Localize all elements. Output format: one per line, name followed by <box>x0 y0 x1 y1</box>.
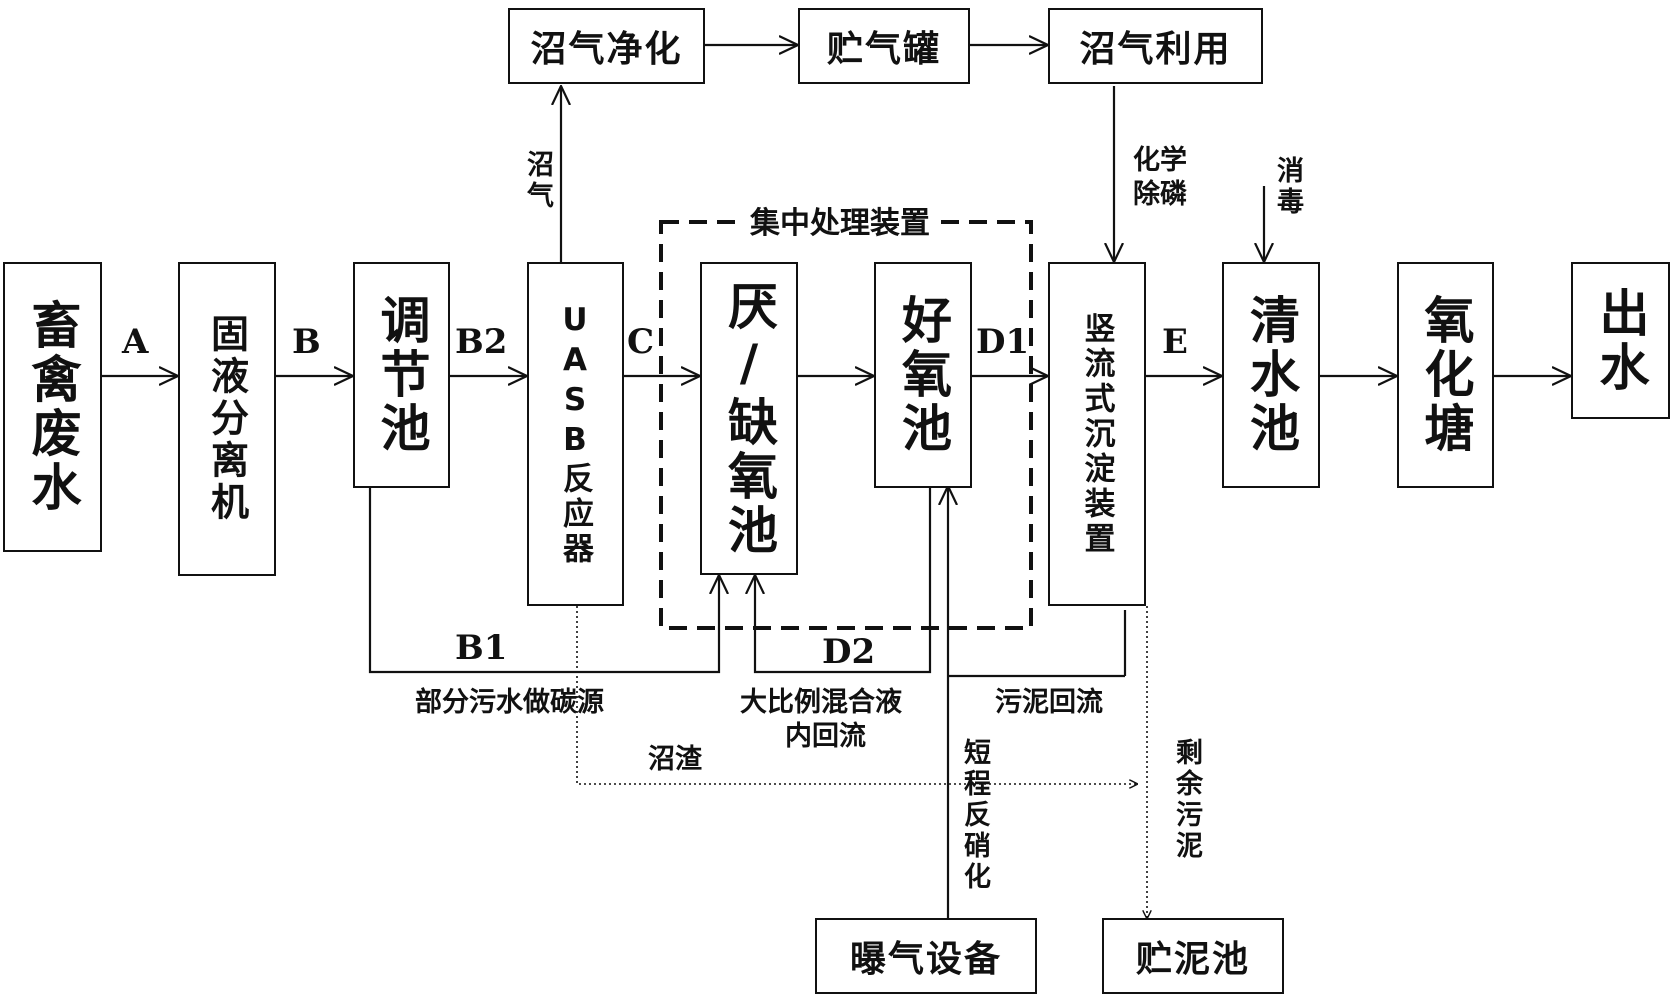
node-sludge-tank-label: 贮泥池 <box>1135 939 1250 980</box>
node-clear-water-tank: 清水池 <box>1222 262 1320 488</box>
node-oxidation-pond: 氧化塘 <box>1397 262 1494 488</box>
node-anoxic-tank: 厌/缺氧池 <box>700 262 798 575</box>
annotation-chemical-p-1: 化学 <box>1133 145 1187 176</box>
annotation-internal-reflux-2: 内回流 <box>785 721 866 752</box>
node-biogas-utilization-label: 沼气利用 <box>1079 29 1232 70</box>
annotation-internal-reflux-1: 大比例混合液 <box>740 687 902 718</box>
node-vertical-settler-label: 竖流式沉淀装置 <box>1078 311 1115 557</box>
node-biogas-utilization: 沼气利用 <box>1048 8 1263 84</box>
node-solid-liquid-separator-label: 固液分离机 <box>204 314 249 524</box>
annotation-biogas: 沼气 <box>522 150 553 212</box>
annotation-chemical-p-2: 除磷 <box>1133 179 1187 210</box>
annotation-sludge-return: 污泥回流 <box>995 687 1103 718</box>
node-aerobic-tank: 好氧池 <box>874 262 972 488</box>
node-livestock-wastewater-label: 畜禽废水 <box>23 299 82 515</box>
annotation-disinfection: 消毒 <box>1272 156 1303 218</box>
group-label: 集中处理装置 <box>742 198 938 242</box>
node-effluent-label: 出水 <box>1591 286 1650 395</box>
node-gas-holder-label: 贮气罐 <box>826 29 941 70</box>
annotation-short-cut-denitrification: 短程反硝化 <box>959 738 990 893</box>
node-oxidation-pond-label: 氧化塘 <box>1416 294 1475 456</box>
node-equalization-tank: 调节池 <box>353 262 450 488</box>
arrow-D2 <box>755 488 932 674</box>
flow-label-E: E <box>1162 322 1188 362</box>
annotation-carbon-source: 部分污水做碳源 <box>415 687 604 718</box>
node-equalization-tank-label: 调节池 <box>372 294 431 456</box>
flow-label-D2: D2 <box>822 632 876 672</box>
arrow-B1 <box>368 488 719 674</box>
annotation-digestate: 沼渣 <box>648 744 702 775</box>
node-uasb: UASB反应器 <box>527 262 624 606</box>
node-livestock-wastewater: 畜禽废水 <box>3 262 102 552</box>
node-anoxic-tank-label: 厌/缺氧池 <box>720 279 778 558</box>
node-solid-liquid-separator: 固液分离机 <box>178 262 276 576</box>
annotation-excess-sludge: 剩余污泥 <box>1171 738 1202 862</box>
flow-label-D1: D1 <box>976 322 1030 362</box>
node-gas-holder: 贮气罐 <box>798 8 970 84</box>
flow-label-A: A <box>122 322 149 362</box>
node-aerobic-tank-label: 好氧池 <box>894 294 952 456</box>
node-aeration-equipment-label: 曝气设备 <box>849 939 1002 980</box>
flow-label-C: C <box>627 322 655 362</box>
flow-label-B1: B1 <box>455 628 508 668</box>
node-biogas-purification: 沼气净化 <box>508 8 705 84</box>
arrow-digestate <box>576 606 1137 784</box>
node-uasb-label: UASB反应器 <box>557 301 593 567</box>
node-effluent: 出水 <box>1571 262 1670 419</box>
flow-label-B2: B2 <box>455 322 508 362</box>
node-vertical-settler: 竖流式沉淀装置 <box>1048 262 1146 606</box>
flow-label-B: B <box>292 322 321 362</box>
node-aeration-equipment: 曝气设备 <box>815 918 1037 994</box>
node-sludge-tank: 贮泥池 <box>1102 918 1284 994</box>
node-biogas-purification-label: 沼气净化 <box>530 29 683 70</box>
node-clear-water-tank-label: 清水池 <box>1242 294 1300 456</box>
